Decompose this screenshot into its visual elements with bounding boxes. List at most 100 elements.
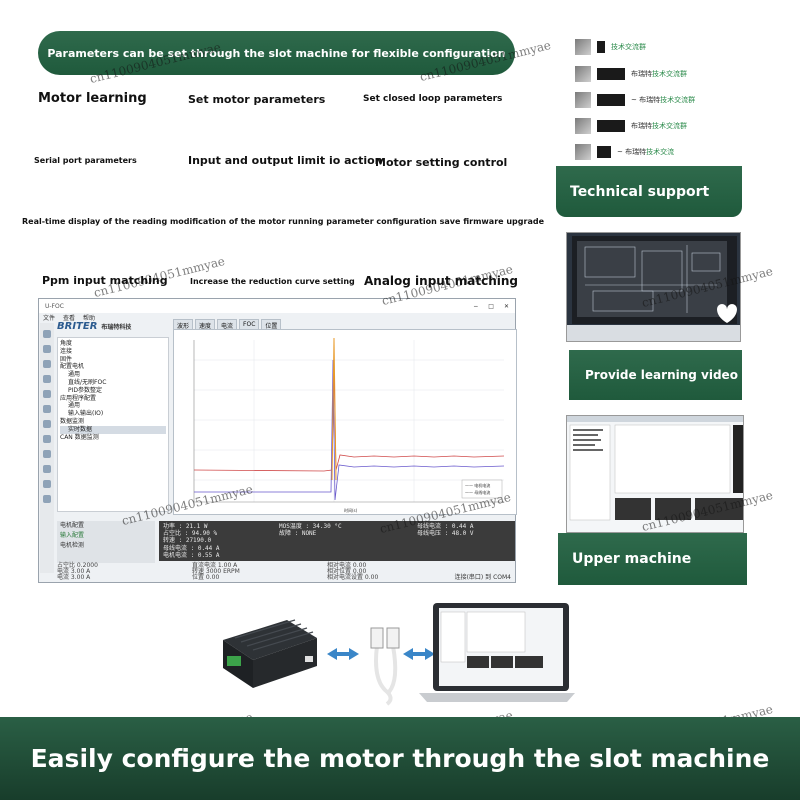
tree-item[interactable]: 数据监测 xyxy=(60,417,85,425)
readout-line: 母线电流 : 0.44 A xyxy=(163,544,220,552)
avatar xyxy=(575,118,591,134)
toolbar-icon[interactable] xyxy=(43,345,51,353)
tree-item[interactable]: 输入输出(IO) xyxy=(68,410,104,418)
menu-item[interactable]: 帮助 xyxy=(83,315,96,322)
readout-panel-mid: MOS温度 : 34.30 °C 故障 : NONE xyxy=(275,521,413,561)
left-icon-toolbar xyxy=(40,323,54,573)
redaction-block xyxy=(597,120,625,132)
toolbar-icon[interactable] xyxy=(43,495,51,503)
stat: 转速 3000 ERPM xyxy=(192,568,240,575)
learning-video-label: Provide learning video xyxy=(585,368,738,382)
tree-item[interactable]: 通用 xyxy=(68,371,81,379)
toolbar-icon[interactable] xyxy=(43,390,51,398)
toolbar-icon[interactable] xyxy=(43,435,51,443)
redaction-block xyxy=(597,146,611,158)
close-icon[interactable]: ✕ xyxy=(503,302,509,310)
group-name: 布瑞特技术交流群 xyxy=(631,122,687,130)
tree-item[interactable]: 配置电机 xyxy=(60,363,85,371)
feature-ppm-input: Ppm input matching xyxy=(42,274,168,287)
tree-item[interactable]: PID参数整定 xyxy=(68,386,103,394)
tree-item[interactable]: 应用程序配置 xyxy=(60,394,97,402)
side-box-item[interactable]: 输入配置 xyxy=(60,532,85,539)
stat: 电流 3.00 A xyxy=(57,568,91,575)
feature-io-limit: Input and output limit io action xyxy=(188,154,383,167)
waveform-plot-illustration: —— 电机电流 —— 母线电流 时间(s) xyxy=(193,337,505,513)
feature-analog-input: Analog input matching xyxy=(364,274,518,288)
toolbar-icon[interactable] xyxy=(43,465,51,473)
toolbar-icon[interactable] xyxy=(43,480,51,488)
software-thumbnail-illustration xyxy=(567,416,743,521)
stat: 电流 3.00 A xyxy=(57,574,91,581)
feature-set-motor-parameters: Set motor parameters xyxy=(188,93,326,106)
feature-motor-setting: Motor setting control xyxy=(375,156,508,169)
toolbar-icon[interactable] xyxy=(43,360,51,368)
realtime-plot: —— 电机电流 —— 母线电流 时间(s) xyxy=(173,329,517,515)
stat: 相对位置 0.00 xyxy=(327,568,367,575)
menu-bar: 文件 查看 帮助 xyxy=(39,313,515,323)
toolbar-icon[interactable] xyxy=(43,330,51,338)
tree-item[interactable]: 通用 xyxy=(68,402,81,410)
legend-entry: —— 电机电流 xyxy=(465,482,490,488)
headline-banner: Parameters can be set through the slot m… xyxy=(38,31,515,75)
readout-line: 故障 : NONE xyxy=(279,530,317,538)
avatar xyxy=(575,66,591,82)
tree-item[interactable]: CAN 数据监测 xyxy=(60,433,99,441)
group-row: 技术交流群 xyxy=(575,37,646,57)
feature-realtime: Real-time display of the reading modific… xyxy=(22,217,544,226)
side-box-item[interactable]: 电机配置 xyxy=(60,522,85,529)
upper-machine-label: Upper machine xyxy=(572,551,692,567)
tree-item[interactable]: 固件 xyxy=(60,355,73,363)
connection-status: 连接(串口) 到 COM4 xyxy=(454,574,511,581)
stat: 占空比 0.2000 xyxy=(57,562,98,569)
bottom-stats: 占空比 0.2000 直流电流 1.00 A 相对电流 0.00 电流 3.00… xyxy=(57,563,517,581)
group-row: 布瑞特技术交流群 xyxy=(575,64,687,84)
redaction-block xyxy=(597,94,625,106)
tree-item[interactable]: 直线/无刷FOC xyxy=(68,378,107,386)
readout-line: 电机电流 : 0.55 A xyxy=(163,551,220,559)
upper-machine-bar: Upper machine xyxy=(558,533,747,585)
stat: 位置 0.00 xyxy=(192,574,220,581)
config-tree: 角度 连接 固件 配置电机 通用 直线/无刷FOC PID参数整定 应用程序配置… xyxy=(57,337,169,512)
readout-panel-left: 功率 : 21.1 W 占空比 : 94.90 % 转速 : 27190.0 母… xyxy=(159,521,275,561)
group-name: 布瑞特技术交流群 xyxy=(631,70,687,78)
tree-item-selected[interactable]: 实时数据 xyxy=(60,425,166,434)
stat: 相对电流 0.00 xyxy=(327,562,367,569)
group-row: 布瑞特技术交流群 xyxy=(575,116,687,136)
avatar xyxy=(575,144,591,160)
footer-text: Easily configure the motor through the s… xyxy=(30,744,770,773)
menu-item[interactable]: 文件 xyxy=(43,315,56,322)
tree-item[interactable]: 角度 xyxy=(60,340,73,347)
controller-device xyxy=(223,619,317,688)
group-name: ~ 布瑞特技术交流 xyxy=(617,148,675,156)
minimize-icon[interactable]: − xyxy=(473,302,479,310)
footer-banner: Easily configure the motor through the s… xyxy=(0,717,800,800)
monitor-photo-illustration xyxy=(567,236,740,341)
toolbar-icon[interactable] xyxy=(43,450,51,458)
stat: 直流电流 1.00 A xyxy=(192,562,238,569)
toolbar-icon[interactable] xyxy=(43,420,51,428)
learning-video-photo xyxy=(566,232,741,342)
group-name: 技术交流群 xyxy=(611,43,646,51)
feature-reduction-curve: Increase the reduction curve setting xyxy=(190,277,355,286)
toolbar-icon[interactable] xyxy=(43,375,51,383)
menu-item[interactable]: 查看 xyxy=(63,315,76,322)
tree-item[interactable]: 连接 xyxy=(60,347,73,355)
toolbar-icon[interactable] xyxy=(43,405,51,413)
tab[interactable]: 电流 xyxy=(217,319,238,332)
window-title: U-FOC xyxy=(45,302,64,310)
group-row: ~ 布瑞特技术交流 xyxy=(575,142,674,162)
technical-support-bar: Technical support xyxy=(556,166,742,217)
redaction-block xyxy=(597,41,605,53)
stat: 相对电流设置 0.00 xyxy=(327,574,379,581)
config-side-box: 电机配置 输入配置 电机检测 xyxy=(57,521,155,563)
side-box-item[interactable]: 电机检测 xyxy=(60,542,85,549)
banner-text: Parameters can be set through the slot m… xyxy=(47,46,506,60)
readout-line: 母线电压 : 48.0 V xyxy=(417,530,474,538)
maximize-icon[interactable]: □ xyxy=(488,302,494,310)
feature-set-closed-loop: Set closed loop parameters xyxy=(363,94,503,104)
device-laptop-illustration xyxy=(223,603,575,706)
learning-video-bar: Provide learning video xyxy=(569,350,742,400)
window-controls: − □ ✕ xyxy=(473,303,509,310)
